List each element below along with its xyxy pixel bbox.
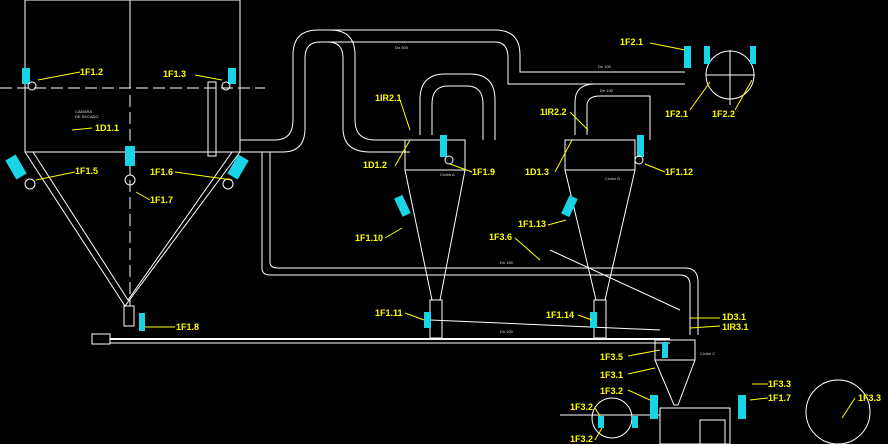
- instrument-icon: [561, 195, 578, 218]
- tag-1F3.2-b: 1F3.2: [570, 402, 593, 412]
- tag-1F1.13: 1F1.13: [518, 219, 546, 229]
- tag-1F3.6: 1F3.6: [489, 232, 512, 242]
- instrument-icon: [704, 46, 710, 64]
- tag-1F1.9: 1F1.9: [472, 167, 495, 177]
- duct-label-6: Dn 100: [500, 329, 514, 334]
- instrument-icon: [221, 68, 236, 91]
- instruments: [5, 46, 756, 428]
- cyclone-3: Ciclón C: [654, 339, 715, 406]
- instrument-icon: [632, 416, 638, 428]
- instrument-icon: [22, 68, 37, 91]
- tag-1F1.7: 1F1.7: [150, 195, 173, 205]
- tag-1IR2.1: 1IR2.1: [375, 93, 402, 103]
- cyclone-1: Ciclón A: [404, 139, 466, 339]
- cyclone-label-2: Ciclón B: [605, 176, 620, 181]
- tag-labels: 1F1.2 1F1.3 1D1.1 1F1.5 1F1.6 1F1.7 1F1.…: [75, 37, 881, 444]
- tag-1IR2.2: 1IR2.2: [540, 107, 567, 117]
- tag-1F1.11: 1F1.11: [375, 308, 403, 318]
- instrument-icon: [590, 312, 597, 328]
- cyclone-label-3: Ciclón C: [700, 351, 715, 356]
- tag-1F1.6: 1F1.6: [150, 167, 173, 177]
- tag-1F3.1: 1F3.1: [600, 370, 623, 380]
- chamber-label-1: CÁMARA: [75, 109, 92, 114]
- tag-1F1.7-b: 1F1.7: [768, 393, 791, 403]
- instrument-icon: [139, 313, 145, 331]
- tag-1F1.14: 1F1.14: [546, 310, 574, 320]
- tag-1F3.3-b: 1F3.3: [858, 393, 881, 403]
- instrument-icon: [650, 395, 658, 419]
- tag-1D1.2: 1D1.2: [363, 160, 387, 170]
- tag-1F2.1: 1F2.1: [665, 109, 688, 119]
- tag-1F1.12: 1F1.12: [665, 167, 693, 177]
- fan-1: [705, 50, 755, 105]
- leader-lines: [35, 42, 856, 441]
- instrument-icon: [5, 154, 36, 190]
- instrument-icon: [750, 46, 756, 64]
- tag-1F3.2-a: 1F3.2: [600, 386, 623, 396]
- tag-1F2.1-top: 1F2.1: [620, 37, 643, 47]
- instrument-icon: [124, 146, 136, 186]
- duct-label-5: Dn 150: [500, 260, 514, 265]
- tag-1F1.5: 1F1.5: [75, 166, 98, 176]
- tag-1F1.10: 1F1.10: [355, 233, 383, 243]
- tag-1D1.1: 1D1.1: [95, 123, 119, 133]
- duct-label-1: Dn 300: [395, 45, 409, 50]
- tag-1F2.2: 1F2.2: [712, 109, 735, 119]
- instrument-icon: [738, 395, 746, 419]
- return-pipes: Dn 150 Dn 100: [91, 152, 699, 345]
- tag-1F3.5: 1F3.5: [600, 352, 623, 362]
- tag-1IR3.1: 1IR3.1: [722, 322, 749, 332]
- duct-label-3: Dn 100: [600, 88, 614, 93]
- tag-1F3.2-c: 1F3.2: [570, 434, 593, 444]
- instrument-icon: [662, 342, 668, 358]
- tag-1F1.8: 1F1.8: [176, 322, 199, 332]
- instrument-icon: [440, 135, 454, 165]
- tag-1F1.2: 1F1.2: [80, 67, 103, 77]
- instrument-icon: [424, 312, 431, 328]
- tag-1D3.1: 1D3.1: [722, 312, 746, 322]
- chamber-label-2: DE SECADO: [75, 114, 99, 119]
- tag-1F3.3-a: 1F3.3: [768, 379, 791, 389]
- duct-label-2: Dn 100: [598, 64, 612, 69]
- cyclone-2: Ciclón B: [564, 139, 636, 339]
- cyclone-label-1: Ciclón A: [440, 172, 455, 177]
- instrument-icon: [634, 135, 644, 165]
- instrument-icon: [598, 416, 604, 428]
- instrument-icon: [394, 194, 411, 217]
- instrument-icon: [684, 46, 691, 68]
- tag-1F1.3: 1F1.3: [163, 69, 186, 79]
- tag-1D1.3: 1D1.3: [525, 167, 549, 177]
- main-duct: Dn 300 Dn 100 Dn 100: [240, 29, 685, 153]
